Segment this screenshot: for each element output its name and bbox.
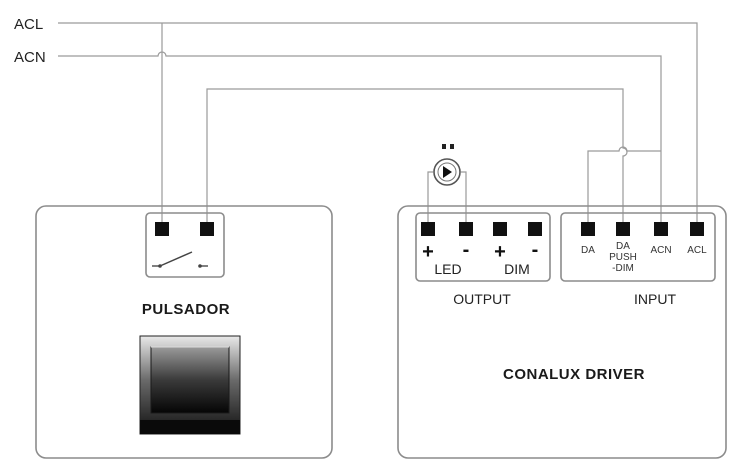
pulsador-switch-block	[145, 212, 225, 278]
driver-box	[397, 205, 727, 459]
da-bridge-wire	[587, 146, 661, 222]
input-label-da-2: DA	[616, 241, 630, 252]
acl-wire	[58, 22, 698, 222]
output-sign-led-plus: +	[422, 241, 434, 263]
pulsador-terminal-1	[155, 222, 169, 236]
output-sign-dim-minus: -	[532, 239, 539, 261]
output-label: OUTPUT	[453, 291, 511, 307]
input-terminal-da	[581, 222, 595, 236]
input-terminal-block	[560, 212, 716, 282]
acn-wire	[58, 51, 662, 222]
input-label-da: DA	[581, 245, 595, 256]
pulsador-box	[35, 205, 333, 459]
acn-line-label: ACN	[14, 49, 46, 66]
input-label: INPUT	[634, 291, 676, 307]
output-terminal-led-plus	[421, 222, 435, 236]
wall-push-button-icon	[139, 335, 241, 435]
input-label-acl: ACL	[687, 245, 707, 256]
input-terminal-acn	[654, 222, 668, 236]
push-dim-wire	[206, 88, 628, 222]
acl-line-label: ACL	[14, 16, 43, 33]
pulsador-terminal-2	[200, 222, 214, 236]
output-terminal-dim-minus	[528, 222, 542, 236]
push-switch-icon	[152, 251, 208, 268]
output-led-label: LED	[434, 261, 461, 277]
output-sign-dim-plus: +	[494, 241, 506, 263]
output-sign-led-minus: -	[463, 239, 470, 261]
pulsador-title: PULSADOR	[142, 301, 230, 318]
input-label-dim: -DIM	[612, 263, 634, 274]
input-terminal-da-push-dim	[616, 222, 630, 236]
output-terminal-block	[415, 212, 551, 282]
output-dim-label: DIM	[504, 261, 530, 277]
input-label-acn: ACN	[650, 245, 671, 256]
led-lamp-icon	[433, 144, 461, 186]
input-terminal-acl	[690, 222, 704, 236]
driver-title: CONALUX DRIVER	[503, 366, 645, 383]
input-label-push: PUSH	[609, 252, 637, 263]
output-terminal-led-minus	[459, 222, 473, 236]
output-terminal-dim-plus	[493, 222, 507, 236]
